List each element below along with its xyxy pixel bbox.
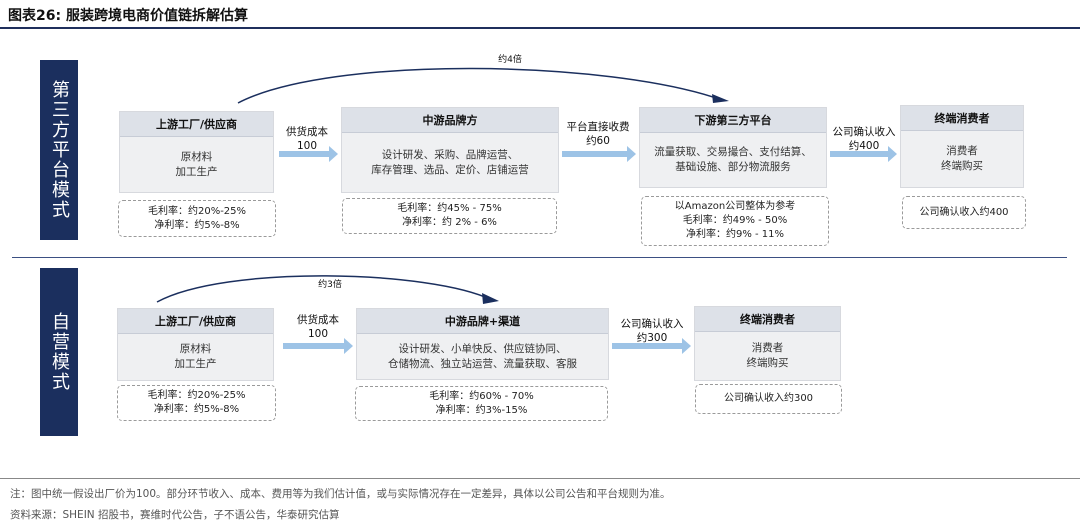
box-line: 原材料 [180, 150, 213, 163]
footnote: 注：图中统一假设出厂价为100。部分环节收入、成本、费用等为我们估计值，或与实际… [10, 488, 671, 500]
box-line: 加工生产 [175, 165, 218, 178]
box-line: 加工生产 [174, 358, 217, 370]
margin-note-supplier: 毛利率：约20%-25% 净利率：约5%-8% [118, 200, 276, 237]
arrow-label-platform-fee: 平台直接收费 约60 [566, 121, 630, 147]
box-line: 终端购买 [746, 357, 789, 369]
box-header: 中游品牌+渠道 [357, 309, 608, 334]
figure-title: 图表26: 服装跨境电商价值链拆解估算 [8, 8, 248, 24]
footer-rule [0, 478, 1080, 479]
box-midstream-brand-channel: 中游品牌+渠道 设计研发、小单快反、供应链协同、 仓储物流、独立站运营、流量获取… [357, 309, 608, 379]
box-line: 消费者 [946, 145, 978, 157]
side-label-third-party: 第三方平台模式 [40, 60, 78, 240]
box-line: 流量获取、交易撮合、支付结算、 [654, 146, 812, 158]
arrow-label-supply-cost: 供货成本 100 [286, 126, 328, 152]
margin-note-supplier-2: 毛利率：约20%-25% 净利率：约5%-8% [117, 385, 276, 421]
box-header: 中游品牌方 [342, 108, 558, 133]
box-upstream-supplier: 上游工厂/供应商 原材料 加工生产 [120, 112, 273, 192]
multiplier-curve-top [237, 67, 723, 104]
arrow-label-revenue-2: 公司确认收入 约300 [620, 318, 684, 344]
flow-arrow-3 [830, 146, 897, 162]
flow-arrow-1 [279, 146, 338, 162]
box-line: 消费者 [751, 342, 784, 354]
box-header: 上游工厂/供应商 [120, 112, 273, 137]
multiplier-curve-bottom [156, 275, 493, 303]
box-line: 原材料 [179, 343, 212, 355]
box-line: 仓储物流、独立站运营、流量获取、客服 [388, 357, 577, 370]
box-line: 终端购买 [941, 160, 983, 172]
multiplier-label-top: 约4倍 [498, 55, 522, 65]
box-line: 设计研发、采购、品牌运营、 [381, 148, 519, 161]
box-header: 终端消费者 [695, 307, 840, 332]
source-note: 资料来源：SHEIN 招股书，赛维时代公告，子不语公告，华泰研究估算 [10, 509, 340, 521]
box-line: 基础设施、部分物流服务 [675, 161, 791, 173]
margin-note-platform: 以Amazon公司整体为参考 毛利率：约49% - 50% 净利率：约9% - … [641, 196, 829, 246]
box-line: 库存管理、选品、定价、店铺运营 [371, 163, 529, 176]
box-header: 下游第三方平台 [640, 108, 826, 133]
flow-arrow-4 [283, 338, 353, 354]
arrow-label-supply-cost-2: 供货成本 100 [297, 314, 339, 340]
box-upstream-supplier-2: 上游工厂/供应商 原材料 加工生产 [118, 309, 273, 380]
revenue-note-consumer: 公司确认收入约400 [902, 196, 1026, 229]
title-rule [0, 27, 1080, 29]
flow-arrow-2 [562, 146, 636, 162]
box-end-consumer: 终端消费者 消费者 终端购买 [901, 106, 1023, 187]
arrow-label-revenue: 公司确认收入 约400 [832, 126, 896, 152]
revenue-note-consumer-2: 公司确认收入约300 [695, 384, 842, 414]
flow-arrow-5 [612, 338, 691, 354]
box-midstream-brand: 中游品牌方 设计研发、采购、品牌运营、 库存管理、选品、定价、店铺运营 [342, 108, 558, 192]
box-downstream-platform: 下游第三方平台 流量获取、交易撮合、支付结算、 基础设施、部分物流服务 [640, 108, 826, 187]
multiplier-label-bottom: 约3倍 [318, 280, 342, 290]
multiplier-arrowhead-top [712, 94, 729, 103]
side-label-self-operated: 自营模式 [40, 268, 78, 436]
box-header: 上游工厂/供应商 [118, 309, 273, 334]
section-divider [12, 257, 1067, 258]
box-line: 设计研发、小单快反、供应链协同、 [398, 342, 567, 355]
box-header: 终端消费者 [901, 106, 1023, 131]
margin-note-brand: 毛利率：约45% - 75% 净利率：约 2% - 6% [342, 198, 557, 234]
margin-note-brand-channel: 毛利率：约60% - 70% 净利率：约3%-15% [355, 386, 608, 421]
box-end-consumer-2: 终端消费者 消费者 终端购买 [695, 307, 840, 380]
multiplier-arrowhead-bottom [482, 293, 499, 304]
